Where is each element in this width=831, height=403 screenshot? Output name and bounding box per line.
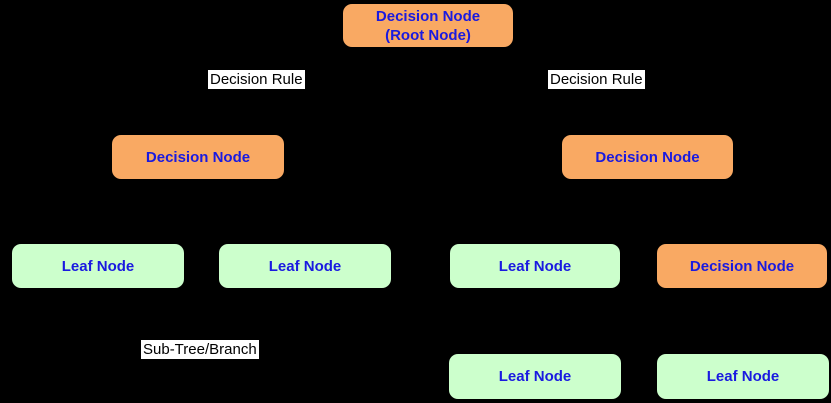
leaf-node-3: Leaf Node <box>450 244 620 288</box>
leaf-node-4: Leaf Node <box>449 354 621 399</box>
decision-node-right: Decision Node <box>562 135 733 179</box>
subtree-branch-label: Sub-Tree/Branch <box>141 340 259 359</box>
root-node-sublabel: (Root Node) <box>385 26 471 44</box>
decision-node-left: Decision Node <box>112 135 284 179</box>
leaf-node-1: Leaf Node <box>12 244 184 288</box>
leaf-node-2: Leaf Node <box>219 244 391 288</box>
root-node-label: Decision Node <box>375 7 481 25</box>
root-node-text: Decision Node (Root Node) <box>376 7 480 45</box>
decision-node-right-label: Decision Node <box>595 148 700 166</box>
root-decision-node: Decision Node (Root Node) <box>343 4 513 47</box>
leaf-node-1-label: Leaf Node <box>61 257 135 275</box>
leaf-node-5: Leaf Node <box>657 354 829 399</box>
leaf-node-3-label: Leaf Node <box>498 257 572 275</box>
decision-node-left-label: Decision Node <box>145 148 251 166</box>
leaf-node-4-label: Leaf Node <box>498 368 572 385</box>
decision-rule-label-right: Decision Rule <box>548 70 645 89</box>
decision-node-child: Decision Node <box>657 244 827 288</box>
decision-rule-label-left: Decision Rule <box>208 70 305 89</box>
leaf-node-5-label: Leaf Node <box>706 368 780 385</box>
decision-node-child-label: Decision Node <box>689 257 795 275</box>
leaf-node-2-label: Leaf Node <box>268 257 342 275</box>
